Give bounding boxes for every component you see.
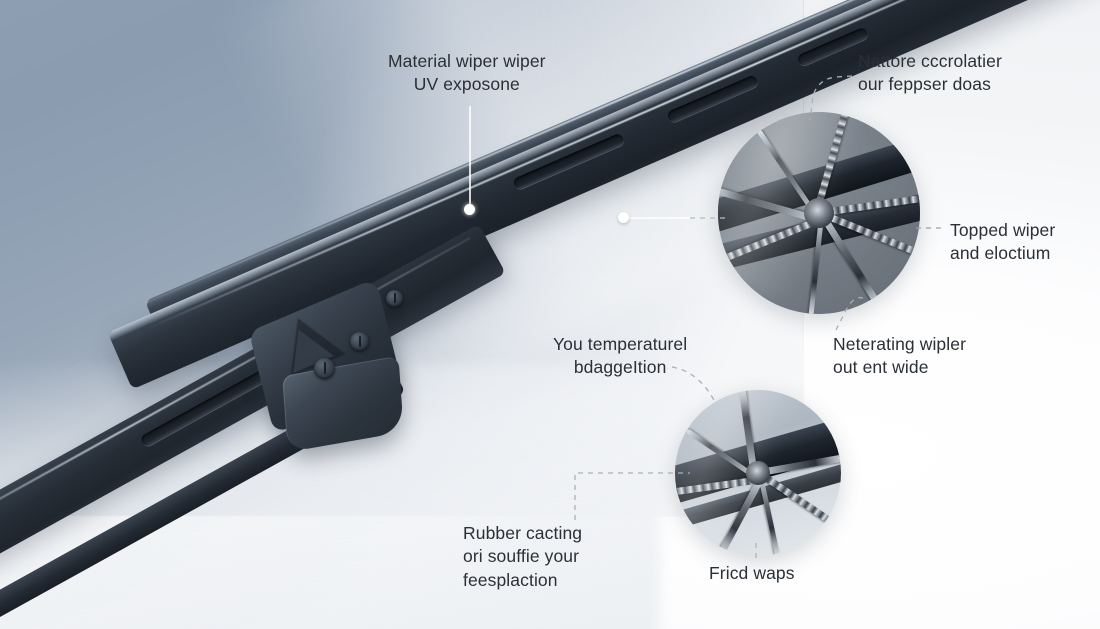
leader-dot-circle1 <box>618 212 629 223</box>
rivet-screw-icon <box>314 358 335 379</box>
rivet-screw-icon <box>350 332 369 351</box>
label-topped-line1: Topped wiper <box>950 220 1056 240</box>
label-nattore-line1: Nattore cccrolatier <box>858 51 1002 71</box>
label-rubber: Rubber cacting ori souffie your feesplac… <box>463 522 582 592</box>
label-topped-line2: and eloctium <box>950 243 1051 264</box>
label-rubber-line2: ori souffie your <box>463 546 580 567</box>
inset-photo-top <box>718 112 920 314</box>
label-temperature-line1: You temperaturel <box>553 334 688 354</box>
label-neterating-line2: out ent wide <box>833 357 929 378</box>
label-material-line1: Material wiper wiper <box>388 51 546 71</box>
label-temperature: You temperaturel bdaggeItion <box>553 333 687 380</box>
label-topped: Topped wiper and eloctium <box>950 219 1055 266</box>
connector-bracket <box>248 277 428 453</box>
label-nattore: Nattore cccrolatier our feppser doas <box>858 50 1002 97</box>
label-nattore-line2: our feppser doas <box>858 74 991 95</box>
label-temperature-line2: bdaggeItion <box>573 357 667 378</box>
label-rubber-line3: feesplaction <box>463 569 558 590</box>
label-fricd: Fricd waps <box>709 562 795 585</box>
inset-photo-bottom <box>675 390 841 556</box>
leader-dot-material <box>464 204 475 215</box>
label-rubber-line1: Rubber cacting <box>463 523 583 543</box>
inset-fiber-core <box>804 198 834 228</box>
inset-fiber-core <box>746 461 770 485</box>
label-neterating: Neterating wipler out ent wide <box>833 333 966 380</box>
label-fricd-line1: Fricd waps <box>709 563 795 583</box>
label-material-line2: UV exposone <box>413 74 520 95</box>
label-neterating-line1: Neterating wipler <box>833 334 967 354</box>
label-material: Material wiper wiper UV exposone <box>388 50 546 97</box>
rivet-screw-icon <box>386 290 403 307</box>
